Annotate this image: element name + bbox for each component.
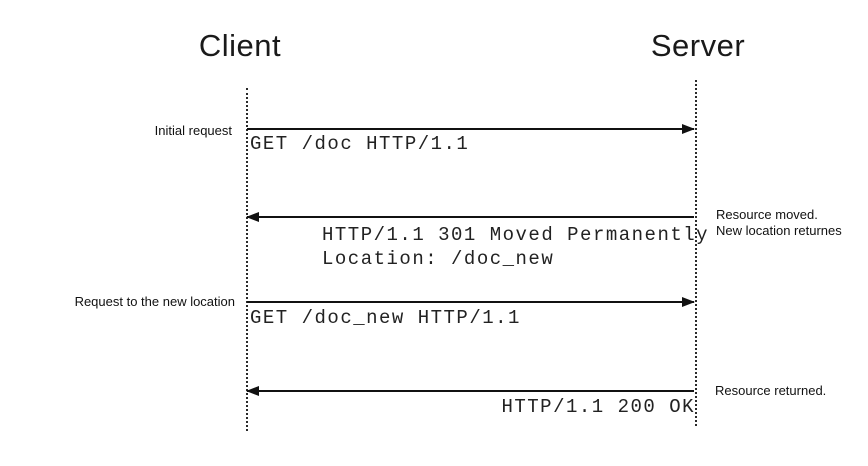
- actor-title-client: Client: [198, 28, 282, 63]
- message-2-text-line1: HTTP/1.1 301 Moved Permanently: [322, 224, 710, 246]
- message-1-side-label: Initial request: [154, 123, 232, 138]
- message-2-text-line2: Location: /doc_new: [322, 248, 555, 270]
- server-lifeline: [695, 80, 697, 426]
- arrowhead-left-icon: [246, 212, 259, 222]
- arrowhead-left-icon: [246, 386, 259, 396]
- message-4-side-label: Resource returned.: [715, 383, 827, 398]
- message-3-arrow: [247, 297, 695, 307]
- arrowhead-right-icon: [682, 297, 695, 307]
- message-2-side-label-line2: New location returnes: [716, 223, 842, 238]
- message-2-arrow: [246, 212, 694, 222]
- arrowhead-right-icon: [682, 124, 695, 134]
- message-1-arrow: [247, 124, 695, 134]
- message-1-text: GET /doc HTTP/1.1: [250, 133, 470, 155]
- message-3-side-label: Request to the new location: [74, 294, 235, 309]
- message-4-arrow: [246, 386, 694, 396]
- message-2-side-label-line1: Resource moved.: [716, 207, 818, 222]
- client-lifeline: [246, 88, 248, 431]
- message-4-text: HTTP/1.1 200 OK: [501, 396, 695, 418]
- message-3-text: GET /doc_new HTTP/1.1: [250, 307, 521, 329]
- actor-title-server: Server: [650, 28, 746, 63]
